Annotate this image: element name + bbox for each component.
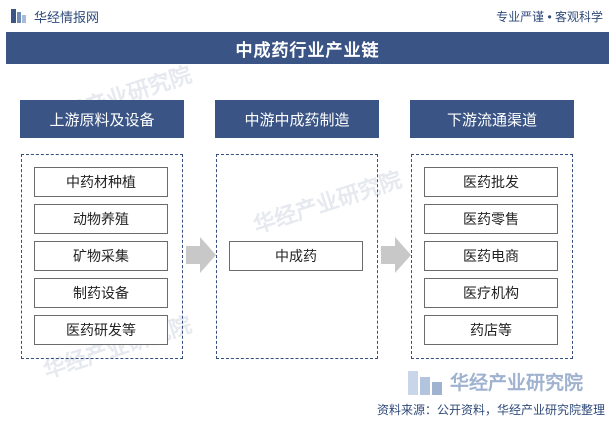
upstream-item: 矿物采集 bbox=[34, 241, 168, 271]
midstream-item: 中成药 bbox=[229, 241, 363, 271]
top-bar: 华经情报网 专业严谨 • 客观科学 bbox=[0, 0, 615, 32]
upstream-group: 中药材种植 动物养殖 矿物采集 制药设备 医药研发等 bbox=[21, 154, 183, 359]
brand-watermark-text: 华经产业研究院 bbox=[450, 373, 584, 394]
downstream-item: 药店等 bbox=[424, 315, 558, 345]
site-brand: 华经情报网 bbox=[10, 7, 99, 26]
source-note: 资料来源：公开资料，华经产业研究院整理 bbox=[376, 403, 605, 417]
flow-arrow-icon bbox=[186, 237, 216, 273]
column-header-midstream: 中游中成药制造 bbox=[215, 100, 379, 138]
downstream-group: 医药批发 医药零售 医药电商 医疗机构 药店等 bbox=[411, 154, 573, 359]
upstream-item: 制药设备 bbox=[34, 278, 168, 308]
page-title: 中成药行业产业链 bbox=[6, 32, 609, 64]
midstream-group: 中成药 bbox=[216, 154, 378, 359]
downstream-item: 医药电商 bbox=[424, 241, 558, 271]
flow-arrow-icon bbox=[381, 237, 411, 273]
slogan: 专业严谨 • 客观科学 bbox=[496, 9, 603, 24]
downstream-item: 医药批发 bbox=[424, 167, 558, 197]
brand-logo-icon bbox=[408, 370, 442, 395]
site-name: 华经情报网 bbox=[34, 9, 100, 25]
downstream-item: 医药零售 bbox=[424, 204, 558, 234]
column-header-downstream: 下游流通渠道 bbox=[410, 100, 574, 138]
huajing-logo-icon bbox=[11, 9, 26, 23]
brand-watermark: 华经产业研究院 bbox=[408, 368, 583, 395]
downstream-item: 医疗机构 bbox=[424, 278, 558, 308]
upstream-item: 动物养殖 bbox=[34, 204, 168, 234]
upstream-item: 医药研发等 bbox=[34, 315, 168, 345]
column-header-upstream: 上游原料及设备 bbox=[20, 100, 184, 138]
upstream-item: 中药材种植 bbox=[34, 167, 168, 197]
